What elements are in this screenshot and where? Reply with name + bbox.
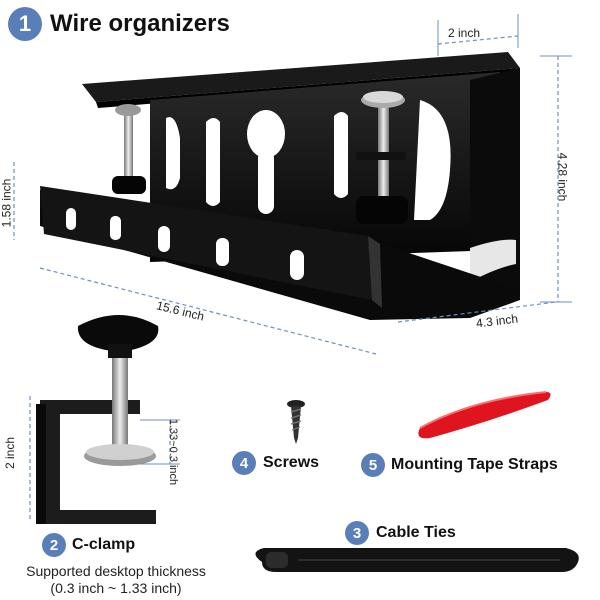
wire-organizer-tray bbox=[40, 52, 520, 320]
clamp-note-line2: (0.3 inch ~ 1.33 inch) bbox=[50, 580, 182, 596]
screws-label: Screws bbox=[263, 454, 320, 471]
cable-ties-number: 3 bbox=[352, 524, 362, 542]
page-title: Wire organizers bbox=[50, 10, 230, 37]
cable-ties-label: Cable Ties bbox=[376, 524, 456, 541]
c-clamp-number-badge: 2 bbox=[42, 533, 66, 557]
screw-illustration bbox=[287, 400, 305, 444]
dim-width-top: 2 inch bbox=[448, 26, 481, 40]
title-number-badge: 1 bbox=[8, 7, 42, 41]
dim-height-right: 4.28 inch bbox=[555, 152, 570, 202]
dim-height-left: 1.58 inch bbox=[0, 178, 14, 228]
screws-number-badge: 4 bbox=[232, 451, 256, 475]
clamp-note-line1: Supported desktop thickness bbox=[26, 563, 206, 579]
clamp-dimension-lines bbox=[29, 396, 171, 520]
tape-label: Mounting Tape Straps bbox=[391, 456, 558, 473]
dim-clamp-height: 2 inch bbox=[3, 436, 18, 470]
c-clamp-label: C-clamp bbox=[72, 536, 136, 553]
screws-number: 4 bbox=[239, 454, 249, 472]
dim-clamp-range: 1.33~0.3 inch bbox=[167, 418, 180, 486]
tray-dimension-lines bbox=[13, 35, 559, 355]
tape-number: 5 bbox=[368, 456, 378, 474]
c-clamp-number: 2 bbox=[49, 536, 59, 554]
cable-tie-illustration bbox=[255, 548, 579, 572]
mounting-tape-illustration bbox=[418, 391, 551, 439]
cable-ties-number-badge: 3 bbox=[345, 521, 369, 545]
tape-number-badge: 5 bbox=[361, 453, 385, 477]
title-number: 1 bbox=[18, 11, 32, 36]
c-clamp-illustration bbox=[36, 315, 159, 524]
